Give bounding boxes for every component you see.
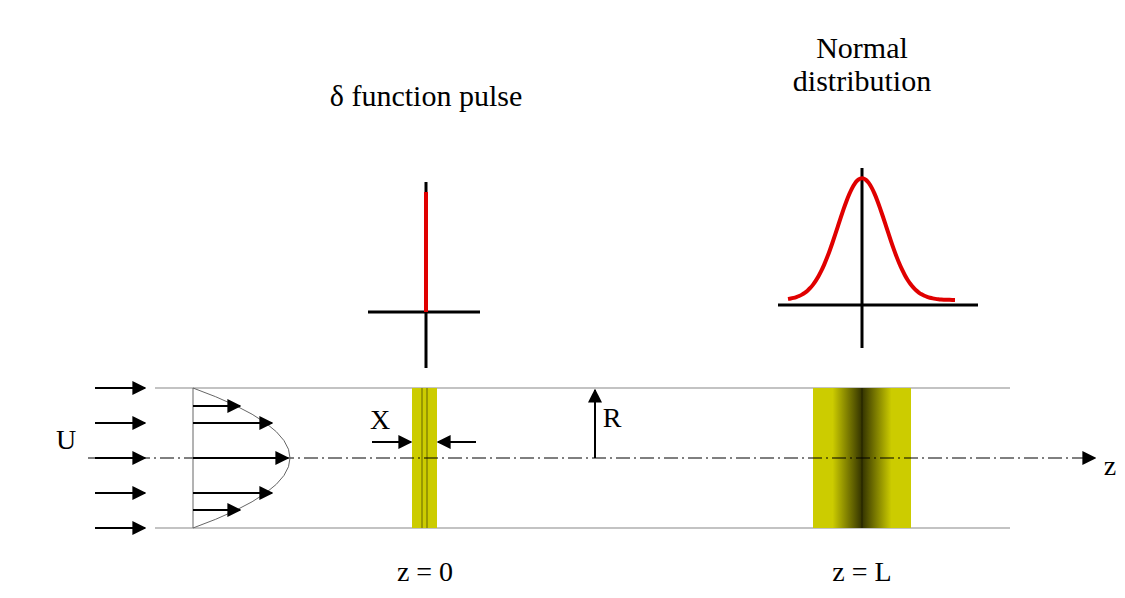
- inflow-arrows: [95, 388, 145, 528]
- position-label: z = 0: [397, 557, 453, 588]
- width-label: X: [370, 405, 390, 436]
- width-arrow: [372, 441, 411, 443]
- profile-arrows: [193, 406, 288, 510]
- velocity-label: U: [56, 425, 76, 456]
- band-line: [422, 388, 423, 528]
- axis-line: [88, 458, 1095, 459]
- normal-plot: [778, 168, 978, 348]
- radius-arrow: [594, 390, 596, 458]
- axis-label: z: [1104, 451, 1116, 482]
- delta-plot: [368, 182, 480, 368]
- plot-title: Normal distribution: [777, 31, 947, 97]
- position-label: z = L: [832, 557, 891, 588]
- width-arrow: [438, 441, 476, 443]
- velocity-profile: [193, 388, 290, 528]
- plot-title: δ function pulse: [330, 79, 522, 112]
- radius-label: R: [603, 403, 622, 434]
